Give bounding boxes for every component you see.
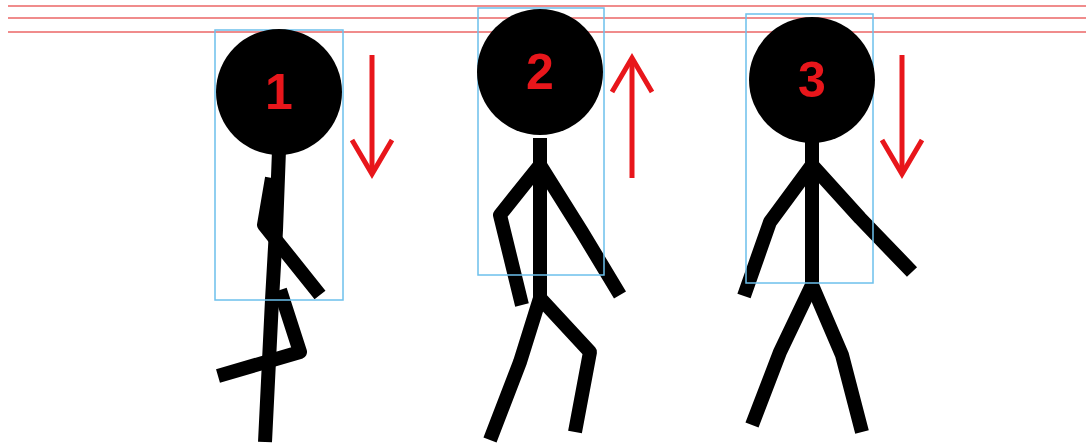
stick-figures [218, 138, 912, 442]
figure-leg [752, 285, 812, 425]
head-circle: 1 [216, 29, 342, 155]
callout-number: 1 [265, 67, 293, 117]
figure-leg [812, 285, 862, 432]
arrow-head [352, 140, 392, 174]
figure-leg [490, 298, 540, 440]
arrow-head [612, 58, 652, 92]
figure-arm [812, 165, 912, 272]
figure-leg [540, 298, 590, 432]
head-circle: 3 [749, 17, 875, 143]
figure-arm [744, 165, 812, 296]
bounding-box [215, 30, 343, 300]
figure-leg [218, 290, 300, 376]
down-arrow [900, 55, 905, 172]
callout-number: 2 [526, 47, 554, 97]
bounding-box [478, 8, 604, 275]
figure-arm [264, 178, 320, 295]
figure-arm [500, 165, 540, 305]
head-circle: 2 [477, 9, 603, 135]
arrow-head [882, 140, 922, 174]
guide-line [8, 5, 1086, 7]
down-arrow [370, 55, 375, 172]
up-arrow [630, 60, 635, 178]
callout-number: 3 [798, 55, 826, 105]
